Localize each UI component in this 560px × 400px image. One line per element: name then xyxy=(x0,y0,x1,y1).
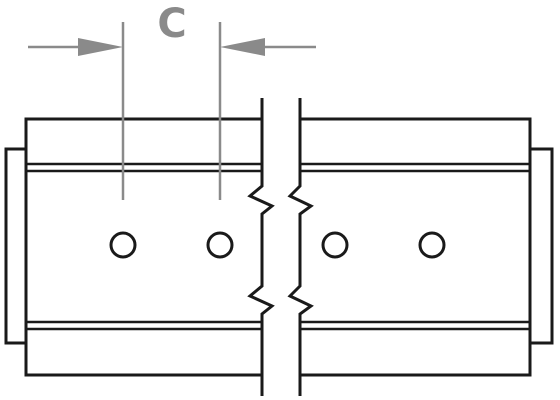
dimension-c: C xyxy=(28,1,316,200)
left-rail-body xyxy=(24,117,262,377)
dimension-label: C xyxy=(157,1,186,47)
left-rail-section xyxy=(4,117,262,377)
mounting-hole-3 xyxy=(321,231,349,259)
mounting-hole-4 xyxy=(418,231,446,259)
mounting-hole-2 xyxy=(206,231,234,259)
left-end-cap xyxy=(4,147,28,345)
right-rail-section xyxy=(300,117,554,377)
left-break-line xyxy=(247,98,275,396)
mounting-hole-1 xyxy=(109,231,137,259)
dimension-arrow-left xyxy=(78,38,123,56)
right-end-cap xyxy=(528,147,554,345)
right-break-line xyxy=(287,98,314,396)
dimension-arrow-right xyxy=(220,38,265,56)
right-rail-body xyxy=(300,117,532,377)
